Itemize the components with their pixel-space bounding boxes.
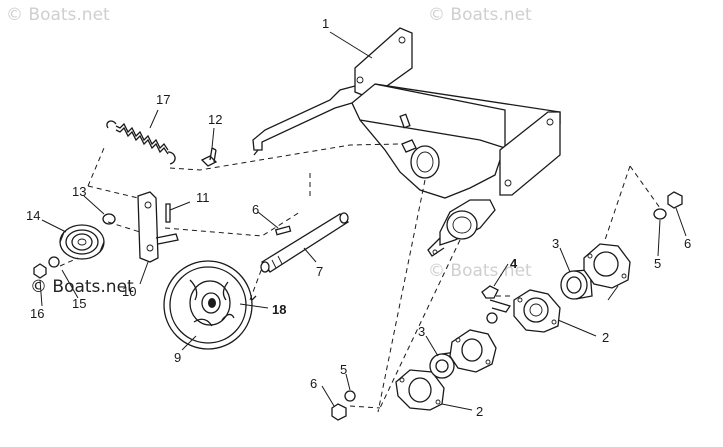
part-16-nut <box>33 263 47 279</box>
part-7-shaft <box>260 212 350 273</box>
label-part-18: 18 <box>272 302 286 317</box>
label-part-11: 11 <box>196 190 210 205</box>
part-4-bolt <box>481 285 512 324</box>
label-part-5-right: 5 <box>654 256 661 271</box>
label-part-7: 7 <box>316 264 323 279</box>
watermark-top-center: © Boats.net <box>428 5 532 25</box>
part-11-pin <box>165 203 171 223</box>
label-part-8: 6 <box>252 202 259 217</box>
label-part-14: 14 <box>26 208 40 223</box>
part-8-key <box>274 225 292 236</box>
watermark-mid-right: © Boats.net <box>428 261 532 281</box>
part-1-bracket <box>252 27 561 257</box>
part-3-bearing-right <box>560 269 593 300</box>
part-5-washer-right <box>653 208 667 220</box>
part-2-flange-middle <box>449 329 497 373</box>
label-part-2-lower: 2 <box>476 404 483 419</box>
label-part-6-right: 6 <box>684 236 691 251</box>
label-part-2-right: 2 <box>602 330 609 345</box>
label-part-1: 1 <box>322 16 329 31</box>
part-14-idler-pulley <box>59 224 105 260</box>
part-13-washer <box>102 213 116 225</box>
part-6-nut-right <box>667 191 683 209</box>
part-5-washer-lower <box>344 390 356 402</box>
label-part-12: 12 <box>208 112 222 127</box>
part-6-nut-lower <box>331 403 347 421</box>
label-part-15: 15 <box>72 296 86 311</box>
label-part-13: 13 <box>72 184 86 199</box>
label-part-16: 16 <box>30 306 44 321</box>
part-15-washer <box>48 256 60 268</box>
label-part-6-lower: 6 <box>310 376 317 391</box>
part-9-pulley <box>163 260 257 350</box>
part-2-flange-right-upper <box>583 243 631 289</box>
watermark-mid-left: © Boats.net <box>30 277 134 297</box>
label-part-4: 4 <box>510 256 518 271</box>
part-2-flange-right-lower <box>513 289 561 333</box>
label-part-5-lower: 5 <box>340 362 347 377</box>
assembly-lines <box>59 143 661 413</box>
label-part-3-lower: 3 <box>418 324 425 339</box>
label-part-3-right: 3 <box>552 236 559 251</box>
leader-lines <box>39 31 687 411</box>
label-part-10: 10 <box>122 284 136 299</box>
watermark-top-left: © Boats.net <box>6 5 110 25</box>
part-10-idler-arm <box>137 191 179 263</box>
part-17-spring <box>106 120 176 165</box>
part-12-bolt <box>200 147 218 167</box>
part-3-bearing-lower <box>429 351 457 379</box>
label-part-17: 17 <box>156 92 170 107</box>
label-part-9: 9 <box>174 350 181 365</box>
